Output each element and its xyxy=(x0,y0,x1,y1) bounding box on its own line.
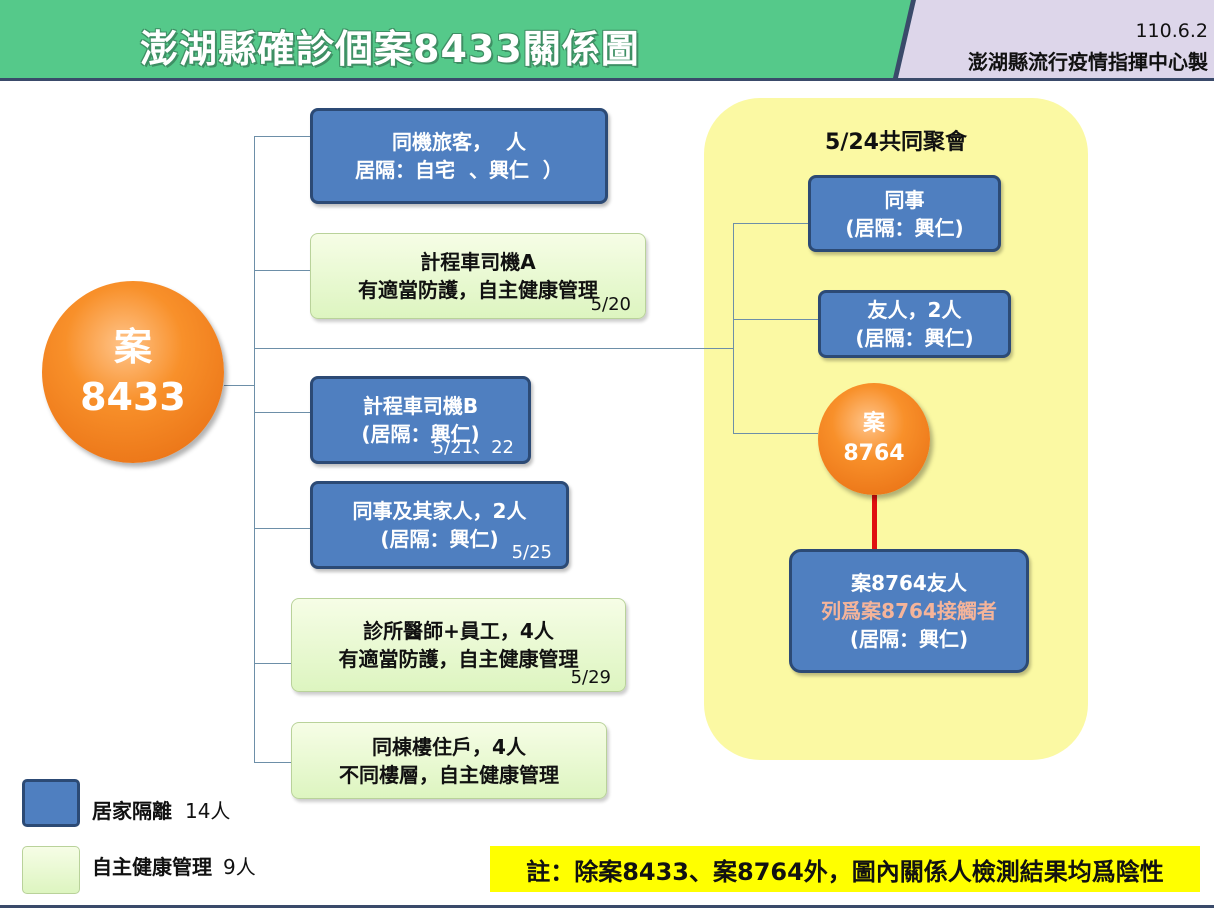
footer-rule xyxy=(0,905,1214,908)
connector-main-trunk xyxy=(254,136,255,763)
connector-branch-5 xyxy=(254,663,291,664)
node-line: 居隔：自宅 、興仁 ） xyxy=(355,158,563,182)
node-line: 同事 xyxy=(884,187,925,212)
node-clinic-staff: 診所醫師+員工，4人 有適當防護，自主健康管理 5/29 xyxy=(291,598,626,692)
node-taxi-driver-a: 計程車司機A 有適當防護，自主健康管理 5/20 xyxy=(310,233,646,319)
node-line: 有適當防護，自主健康管理 xyxy=(358,278,598,302)
legend-swatch-self-health xyxy=(22,846,80,894)
node-line: (居隔：興仁) xyxy=(845,215,964,240)
node-gathering-colleague: 同事 (居隔：興仁) xyxy=(808,175,1001,252)
node-colleague-family: 同事及其家人，2人 (居隔：興仁) 5/25 xyxy=(310,481,569,569)
legend-swatch-home-quarantine xyxy=(22,779,80,827)
footnote: 註：除案8433、案8764外，圖內關係人檢測結果均爲陰性 xyxy=(490,846,1200,892)
legend-label: 居家隔離 xyxy=(92,799,172,823)
connector-gathering-case2 xyxy=(733,433,818,434)
connector-branch-4 xyxy=(254,528,310,529)
connector-branch-6 xyxy=(254,762,291,763)
node-date: 5/21、22 xyxy=(432,437,514,458)
case-8433-number: 8433 xyxy=(80,375,186,419)
node-flight-passengers: 同機旅客， 人 居隔：自宅 、興仁 ） xyxy=(310,108,608,204)
node-line: 有適當防護，自主健康管理 xyxy=(338,647,579,671)
node-case-8764-friend: 案8764友人 列爲案8764接觸者 (居隔：興仁) xyxy=(789,549,1029,673)
node-line: 診所醫師+員工，4人 xyxy=(363,619,554,643)
report-date: 110.6.2 xyxy=(1135,20,1208,42)
case-8764-label: 案 xyxy=(862,411,885,436)
node-line: 案8764友人 xyxy=(851,571,967,595)
case-8433-node: 案 8433 xyxy=(42,281,224,463)
legend-item-self-health: 自主健康管理 9人 xyxy=(92,853,256,881)
node-date: 5/20 xyxy=(590,294,631,315)
node-line: (居隔：興仁) xyxy=(849,627,969,651)
header-rule xyxy=(0,78,1214,81)
node-line: 計程車司機A xyxy=(420,250,536,274)
legend-count: 9人 xyxy=(222,855,256,879)
node-gathering-friends: 友人，2人 (居隔：興仁) xyxy=(818,290,1011,358)
connector-branch-2 xyxy=(254,270,310,271)
node-line: (居隔：興仁) xyxy=(855,326,974,350)
page-title: 澎湖縣確診個案8433關係圖 xyxy=(140,27,640,71)
node-line-contact-status: 列爲案8764接觸者 xyxy=(821,599,997,623)
connector-branch-1 xyxy=(254,136,310,137)
node-line: 友人，2人 xyxy=(867,298,962,322)
case-8433-label: 案 xyxy=(113,325,152,369)
connector-branch-3 xyxy=(254,412,310,413)
legend-label: 自主健康管理 xyxy=(92,855,212,879)
node-date: 5/25 xyxy=(511,542,552,563)
case-8764-node: 案 8764 xyxy=(818,383,930,495)
node-line: 同機旅客， 人 xyxy=(392,130,526,154)
connector-gathering-trunk xyxy=(733,223,734,434)
connector-case2-contact xyxy=(872,495,877,551)
gathering-title: 5/24共同聚會 xyxy=(825,130,967,155)
node-line: 同事及其家人，2人 xyxy=(352,499,527,523)
node-building-residents: 同棟樓住戶，4人 不同樓層，自主健康管理 xyxy=(291,722,607,799)
node-line: 同棟樓住戶，4人 xyxy=(372,734,526,759)
node-line: 不同樓層，自主健康管理 xyxy=(339,762,559,787)
legend-item-home-quarantine: 居家隔離 14人 xyxy=(92,797,230,825)
connector-gathering-1 xyxy=(733,223,808,224)
connector-main-stub xyxy=(224,385,254,386)
legend-count: 14人 xyxy=(184,799,231,823)
node-date: 5/29 xyxy=(570,667,611,688)
node-line: (居隔：興仁) xyxy=(361,422,480,446)
header-info-panel xyxy=(898,0,1214,78)
issuing-organization: 澎湖縣流行疫情指揮中心製 xyxy=(968,50,1208,74)
node-line: (居隔：興仁) xyxy=(380,527,499,551)
case-8764-number: 8764 xyxy=(843,441,905,466)
connector-to-gathering xyxy=(254,348,733,349)
node-taxi-driver-b: 計程車司機B (居隔：興仁) 5/21、22 xyxy=(310,376,531,464)
connector-gathering-2 xyxy=(733,319,818,320)
node-line: 計程車司機B xyxy=(362,394,479,418)
